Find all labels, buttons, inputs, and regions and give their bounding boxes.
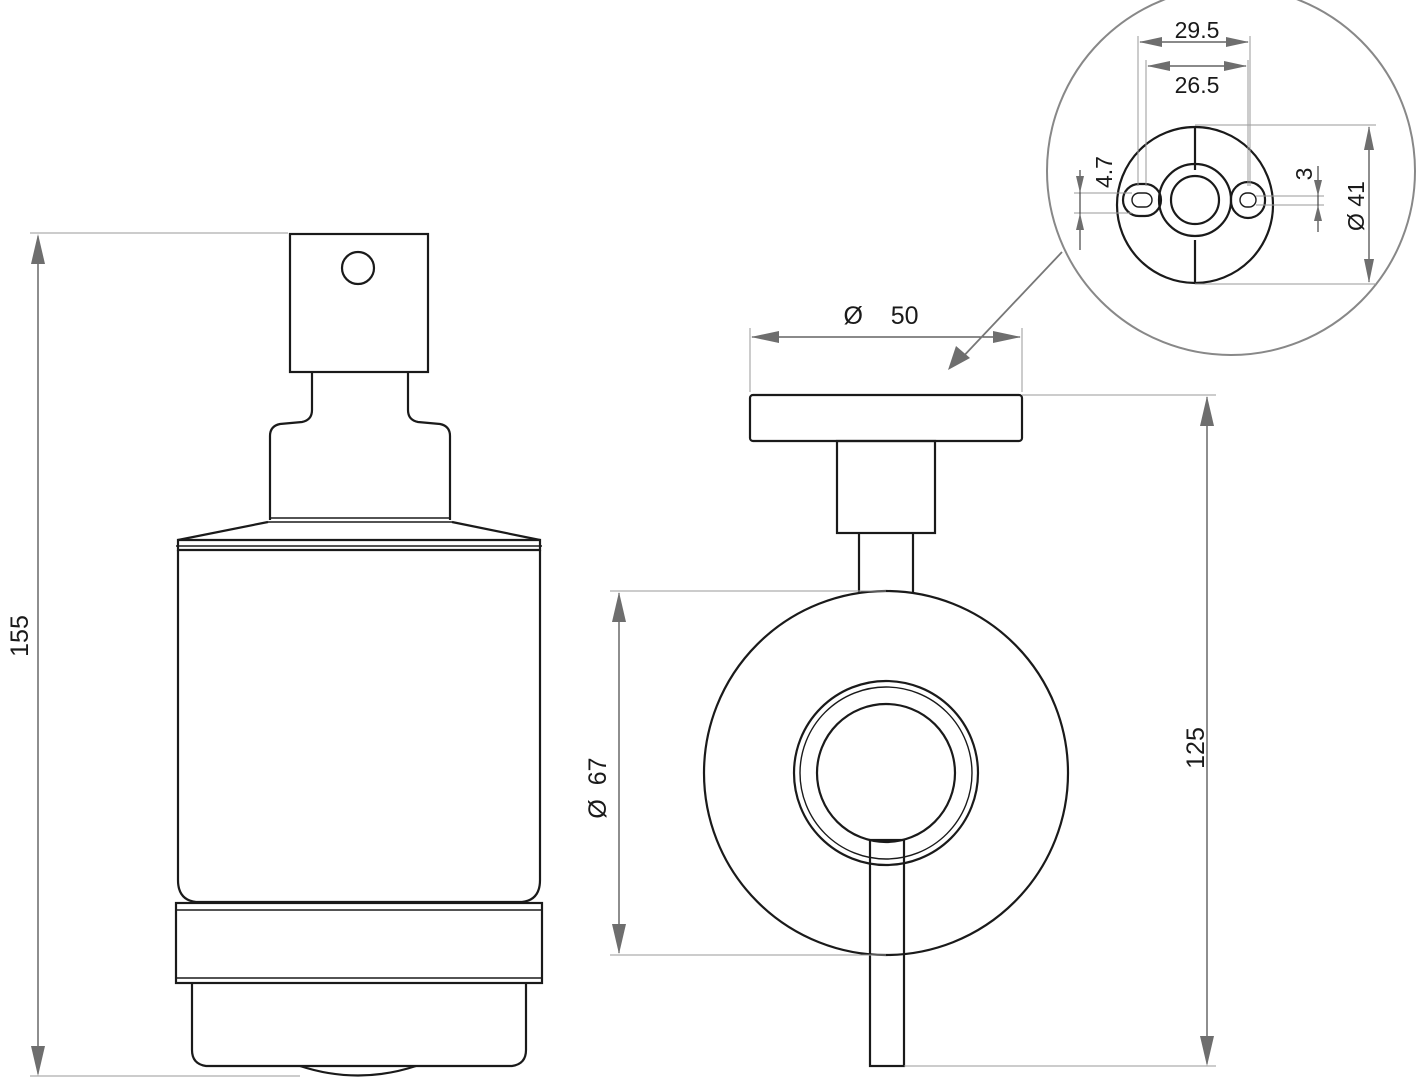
detail-view bbox=[1046, 0, 1416, 356]
plate-diameter-label: Ø 50 bbox=[843, 302, 918, 330]
right-slot bbox=[1229, 180, 1267, 220]
side-height-dimension: 125 bbox=[904, 394, 1216, 1067]
wall-plate bbox=[748, 393, 1024, 443]
glass-body bbox=[176, 550, 542, 904]
center-bore-inner bbox=[1169, 174, 1221, 226]
bottom-foot bbox=[299, 1064, 417, 1077]
left-slot-inner bbox=[1131, 192, 1153, 208]
left-slot bbox=[1121, 182, 1163, 218]
container-diameter-label: Ø 67 bbox=[584, 757, 612, 818]
pump-stem bbox=[268, 372, 452, 520]
bottom-cup bbox=[190, 983, 528, 1068]
front-height-label: 155 bbox=[6, 615, 34, 657]
pump-head bbox=[288, 232, 430, 374]
slot-small-label: 3 bbox=[1291, 168, 1317, 181]
handle-rod bbox=[868, 838, 906, 1068]
inner-ring-core bbox=[815, 702, 957, 844]
slot-width-dimension: 4.7 bbox=[1074, 156, 1132, 250]
front-view bbox=[174, 232, 544, 1077]
outer-spacing-dimension: 29.5 bbox=[1137, 17, 1251, 186]
slot-small-dimension: 3 bbox=[1256, 166, 1324, 232]
shoulder-rim bbox=[176, 538, 542, 552]
base-diameter-dimension: Ø 41 bbox=[1195, 124, 1376, 285]
base-diameter-label: Ø 41 bbox=[1343, 181, 1369, 231]
front-height-dimension: 155 bbox=[6, 232, 300, 1077]
detail-leader bbox=[948, 251, 1063, 370]
pump-head-hole bbox=[340, 250, 376, 286]
inner-ring-outer bbox=[792, 679, 980, 867]
neck-block bbox=[835, 439, 937, 535]
container-diameter-dimension: Ø 67 bbox=[584, 590, 886, 956]
inner-ring-middle bbox=[799, 686, 973, 860]
outer-spacing-label: 29.5 bbox=[1175, 17, 1220, 43]
side-height-label: 125 bbox=[1182, 727, 1210, 769]
side-view bbox=[702, 393, 1070, 1068]
slot-width-label: 4.7 bbox=[1091, 156, 1117, 188]
right-slot-inner bbox=[1239, 192, 1257, 208]
center-bore-outer bbox=[1157, 162, 1233, 238]
shoulder bbox=[177, 520, 541, 542]
inner-spacing-dimension: 26.5 bbox=[1145, 60, 1249, 186]
holder-ring-side bbox=[702, 589, 1070, 957]
inner-spacing-label: 26.5 bbox=[1175, 72, 1220, 98]
detail-border bbox=[1046, 0, 1416, 356]
holder-ring bbox=[174, 901, 544, 985]
plate-diameter-dimension: Ø 50 bbox=[749, 302, 1023, 392]
